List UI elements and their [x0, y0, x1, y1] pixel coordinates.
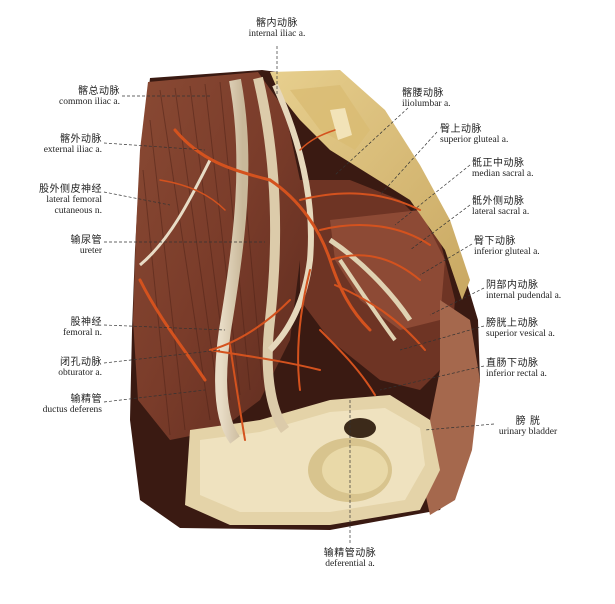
- ureter-structure: [267, 83, 314, 353]
- label-inferior-rectal: 直肠下动脉 inferior rectal a.: [486, 358, 547, 379]
- label-median-sacral: 骶正中动脉 median sacral a.: [472, 158, 534, 179]
- label-urinary-bladder: 膀 胱 urinary bladder: [498, 416, 558, 437]
- label-lateral-sacral: 骶外侧动脉 lateral sacral a.: [472, 196, 530, 217]
- piriformis: [330, 210, 445, 330]
- lumbosacral-trunk: [253, 76, 290, 433]
- label-superior-vesical: 膀胱上动脉 superior vesical a.: [486, 318, 555, 339]
- lat-fem-nerve: [139, 159, 212, 267]
- label-internal-pudendal: 阴部内动脉 internal pudendal a.: [486, 280, 562, 301]
- label-ductus-deferens: 输精管 ductus deferens: [42, 394, 102, 415]
- label-superior-gluteal: 臀上动脉 superior gluteal a.: [440, 124, 509, 145]
- label-obturator: 闭孔动脉 obturator a.: [58, 357, 102, 378]
- label-ureter: 输尿管 ureter: [70, 235, 103, 256]
- label-inferior-gluteal: 臀下动脉 inferior gluteal a.: [474, 236, 540, 257]
- iliacus-muscle: [133, 72, 300, 440]
- label-external-iliac: 髂外动脉 external iliac a.: [43, 134, 102, 155]
- label-common-iliac: 髂总动脉 common iliac a.: [59, 86, 120, 107]
- label-deferential: 输精管动脉 deferential a.: [323, 548, 377, 569]
- label-iliolumbar: 髂腰动脉 iliolumbar a.: [402, 88, 451, 109]
- leader-lines: [103, 46, 495, 545]
- label-femoral-nerve: 股神经 femoral n.: [62, 317, 102, 338]
- sacral-nerves: [328, 237, 413, 322]
- femoral-nerve: [215, 78, 249, 444]
- label-internal-iliac: 髂内动脉 internal iliac a.: [248, 18, 306, 39]
- label-lateral-femoral-cutaneous: 股外侧皮神经 lateral femoral cutaneous n.: [39, 184, 102, 216]
- arteries: [138, 128, 431, 441]
